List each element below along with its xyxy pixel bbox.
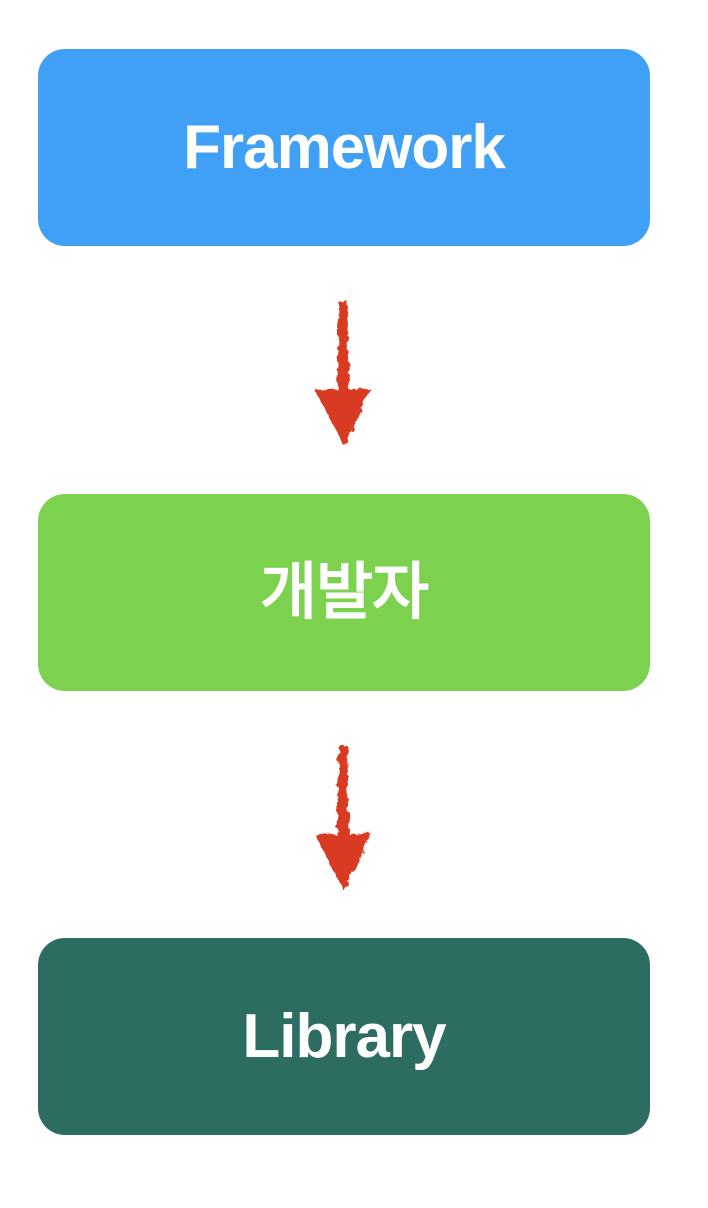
arrow-shaft — [337, 746, 349, 840]
arrow-shaft — [337, 301, 349, 395]
library-node: Library — [38, 938, 650, 1135]
framework-node: Framework — [38, 49, 650, 246]
down-arrow-icon — [315, 301, 371, 446]
library-node-label: Library — [242, 1001, 446, 1071]
arrow-head — [315, 389, 371, 446]
down-arrow-icon — [315, 746, 371, 891]
developer-node: 개발자 — [38, 494, 650, 691]
arrow-head — [315, 834, 371, 891]
framework-node-label: Framework — [183, 112, 506, 182]
developer-node-label: 개발자 — [259, 557, 429, 627]
